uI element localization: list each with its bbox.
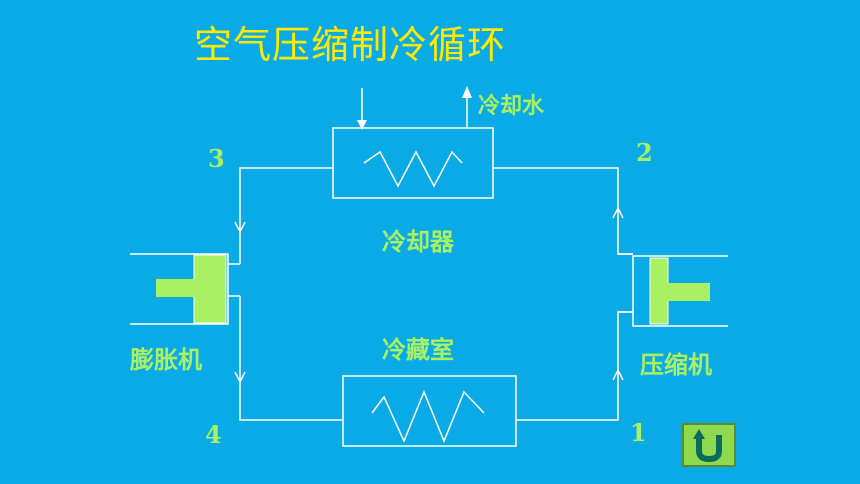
flow-arrow-right-up-2 (612, 368, 624, 381)
cooling-water-in-arrowhead (357, 120, 367, 130)
cooler-coil (363, 150, 463, 188)
expander-label: 膨胀机 (130, 346, 202, 374)
cold-storage-label: 冷藏室 (382, 336, 454, 364)
expander-piston-rod (156, 279, 196, 297)
expander-piston-head (193, 254, 227, 324)
cooling-water-label: 冷却水 (478, 94, 545, 119)
pipe-expander-to-4 (239, 305, 343, 421)
return-arrow-icon (693, 429, 722, 463)
flow-arrow-left-down-2 (234, 371, 246, 384)
compressor-piston-rod (666, 283, 710, 301)
expander-cylinder (130, 253, 229, 325)
flow-arrow-left-down (234, 221, 246, 234)
cooling-water-out-arrowhead (462, 86, 472, 98)
pipe-storage-to-1 (516, 311, 633, 421)
cold-storage-coil (371, 390, 485, 443)
compressor-cylinder (632, 255, 728, 327)
back-button[interactable] (682, 423, 736, 467)
compressor-piston-head (649, 257, 669, 325)
diagram-title: 空气压缩制冷循环 (194, 23, 507, 67)
point-1-label: 1 (630, 418, 647, 447)
point-4-label: 4 (205, 420, 222, 449)
cold-storage-box (342, 375, 517, 447)
cooler-label: 冷却器 (382, 228, 454, 256)
flow-arrow-right-up (612, 206, 624, 219)
pipe-cooler-to-2 (493, 167, 633, 255)
cooler-box (332, 127, 494, 199)
compressor-label: 压缩机 (640, 351, 712, 379)
point-2-label: 2 (636, 138, 653, 167)
point-3-label: 3 (208, 144, 225, 173)
pipe-3-to-cooler (239, 167, 333, 242)
